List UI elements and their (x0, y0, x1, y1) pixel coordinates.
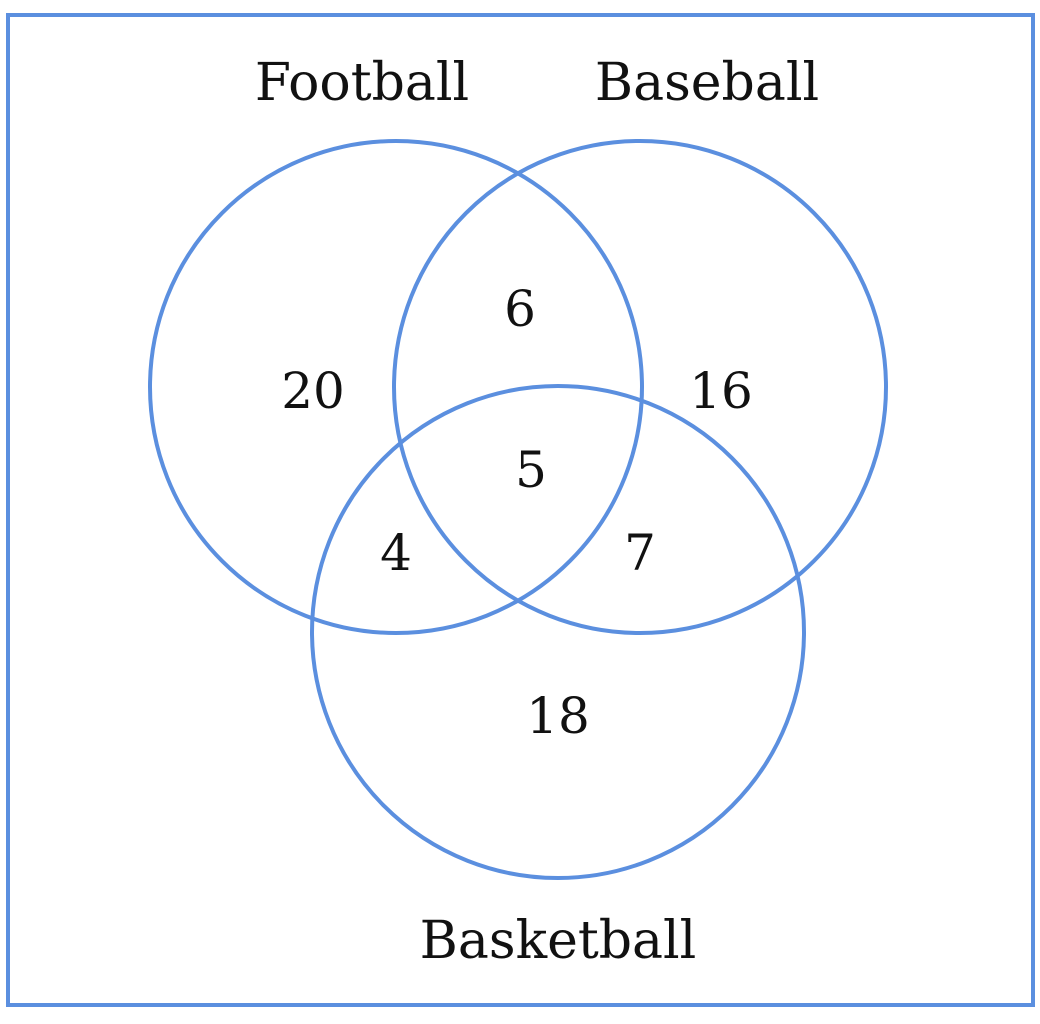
baseball-only-count: 16 (689, 362, 753, 420)
baseball-circle (392, 139, 888, 635)
universal-set-frame (6, 13, 1035, 1007)
baseball-label: Baseball (595, 53, 819, 113)
baseball-basketball-count: 7 (624, 524, 656, 582)
basketball-circle (310, 384, 806, 880)
football-only-count: 20 (281, 362, 345, 420)
football-circle (148, 139, 644, 635)
football-basketball-count: 4 (380, 524, 412, 582)
basketball-label: Basketball (420, 911, 697, 971)
basketball-only-count: 18 (526, 687, 590, 745)
football-label: Football (255, 53, 469, 113)
football-baseball-count: 6 (504, 280, 536, 338)
all-three-count: 5 (515, 441, 547, 499)
